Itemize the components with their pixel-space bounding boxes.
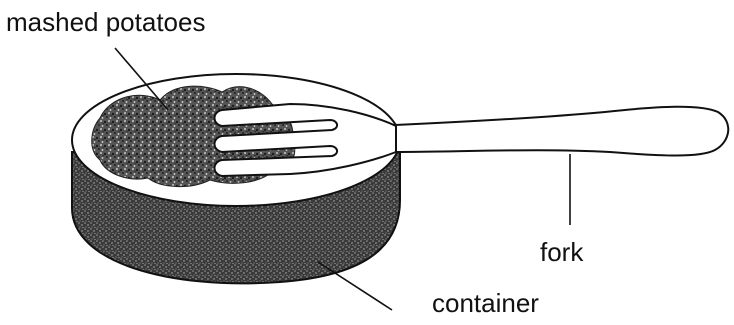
label-mashed-potatoes: mashed potatoes bbox=[6, 9, 205, 35]
label-container: container bbox=[432, 290, 539, 316]
leader-line-container bbox=[318, 262, 392, 310]
label-fork: fork bbox=[540, 239, 583, 265]
fork-handle bbox=[395, 107, 728, 156]
